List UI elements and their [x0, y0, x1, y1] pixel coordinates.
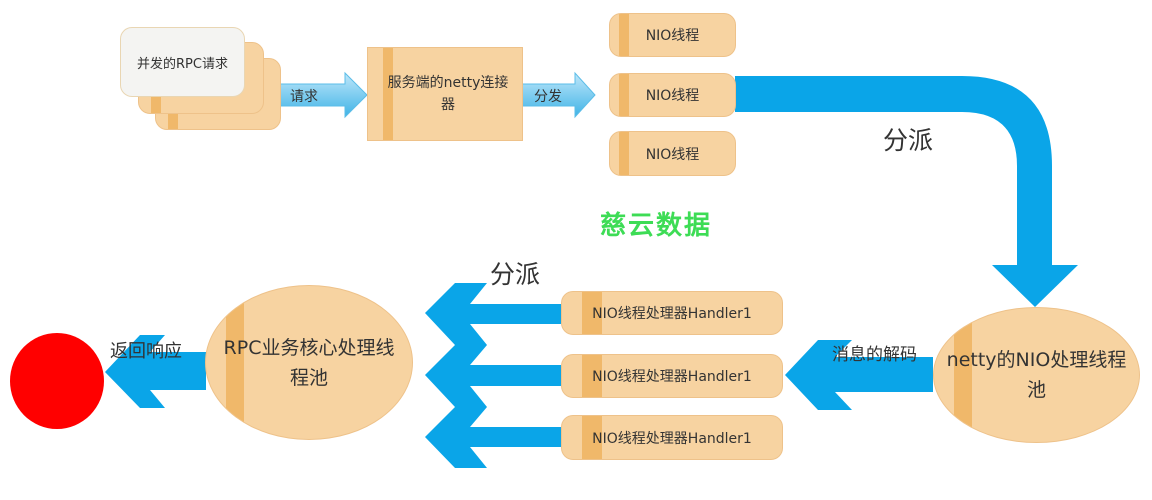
- handler-2: NIO线程处理器Handler1: [561, 354, 783, 398]
- handler-label: NIO线程处理器Handler1: [592, 306, 752, 322]
- decode-label: 消息的解码: [832, 345, 917, 365]
- netty-connector-node: 服务端的netty连接器: [367, 47, 523, 141]
- distribute-arrow: [521, 71, 596, 119]
- nio-thread-1: NIO线程: [609, 13, 736, 57]
- nio-thread-label: NIO线程: [645, 28, 700, 44]
- netty-nio-pool-label: netty的NIO处理线程池: [946, 349, 1127, 401]
- netty-nio-pool-node: netty的NIO处理线程池: [933, 307, 1140, 443]
- request-arrow: [279, 71, 368, 119]
- nio-thread-label: NIO线程: [645, 88, 700, 104]
- dispatch-arrow-2: [425, 345, 561, 407]
- dispatch-label-2: 分派: [490, 260, 541, 289]
- handler-label: NIO线程处理器Handler1: [592, 430, 752, 447]
- rpc-core-pool-node: RPC业务核心处理线程池: [205, 285, 413, 440]
- response-label: 返回响应: [110, 341, 182, 362]
- request-label: 请求: [290, 89, 318, 105]
- watermark: 慈云数据: [600, 211, 713, 241]
- rpc-requests-node: 并发的RPC请求: [120, 27, 245, 97]
- dispatch-label-1: 分派: [883, 126, 934, 155]
- decode-arrow: [785, 340, 933, 410]
- dispatch-arrow-1: [425, 283, 561, 345]
- nio-thread-2: NIO线程: [609, 73, 736, 117]
- netty-connector-label: 服务端的netty连接器: [387, 75, 509, 113]
- end-node: [10, 333, 104, 429]
- distribute-label: 分发: [534, 89, 562, 105]
- handler-1: NIO线程处理器Handler1: [561, 291, 783, 335]
- nio-thread-3: NIO线程: [609, 131, 736, 176]
- handler-label: NIO线程处理器Handler1: [592, 369, 752, 385]
- dispatch-curved-arrow: [735, 76, 1078, 307]
- nio-thread-label: NIO线程: [645, 146, 700, 163]
- dispatch-arrow-3: [425, 407, 561, 468]
- response-arrow: [105, 335, 206, 408]
- handler-3: NIO线程处理器Handler1: [561, 415, 783, 460]
- rpc-requests-label: 并发的RPC请求: [137, 56, 228, 72]
- rpc-core-pool-label: RPC业务核心处理线程池: [223, 336, 395, 389]
